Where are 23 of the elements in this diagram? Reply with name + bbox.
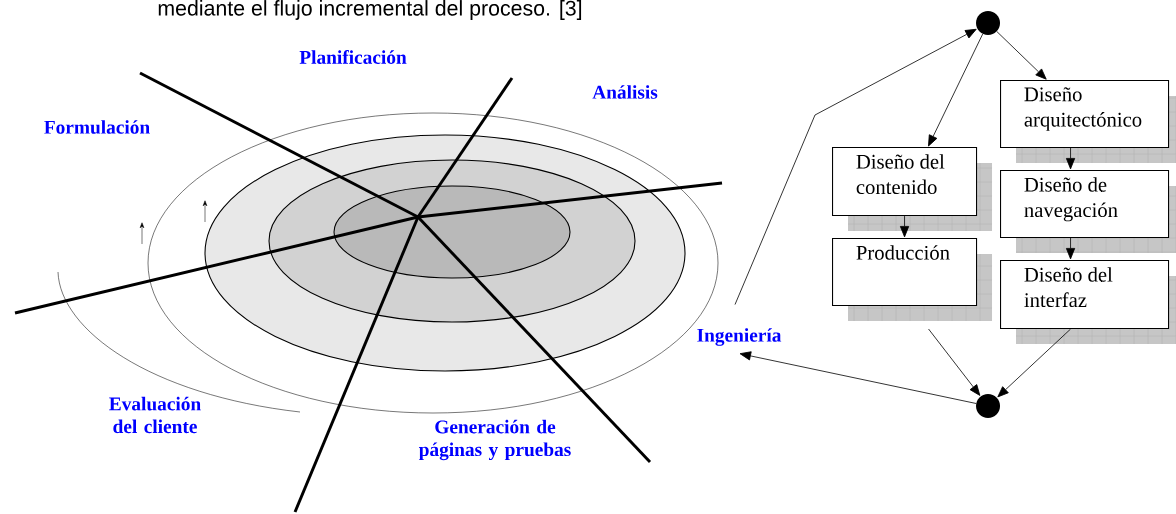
- process-box: Producción: [832, 238, 993, 322]
- arrow: [739, 351, 977, 404]
- process-box: Diseño arquitectónico: [1000, 80, 1176, 164]
- process-box: Diseño del interfaz: [1000, 260, 1176, 345]
- arrow: [1065, 237, 1076, 260]
- phase-label: Análisis: [592, 85, 658, 99]
- arrow: [1065, 147, 1076, 170]
- arrow: [997, 328, 1071, 398]
- phase-label: Planificación: [299, 50, 407, 64]
- arrow: [996, 31, 1047, 80]
- caption-text: mediante el flujo incremental del proceso. [3]: [158, 0, 582, 20]
- arrow: [928, 328, 981, 396]
- phase-label: Generación de páginas y pruebas: [419, 419, 571, 461]
- process-box: Diseño de navegación: [1000, 170, 1176, 254]
- phase-label: Formulación: [44, 120, 150, 134]
- phase-label: Evaluación del cliente: [109, 396, 201, 434]
- junction-dot: [976, 11, 1000, 35]
- arrow: [928, 33, 984, 147]
- arrow: [899, 215, 910, 238]
- junction-dot: [976, 394, 1000, 418]
- process-box: Diseño del contenido: [832, 147, 993, 232]
- arrow: [734, 28, 977, 305]
- phase-label: Ingeniería: [697, 328, 782, 346]
